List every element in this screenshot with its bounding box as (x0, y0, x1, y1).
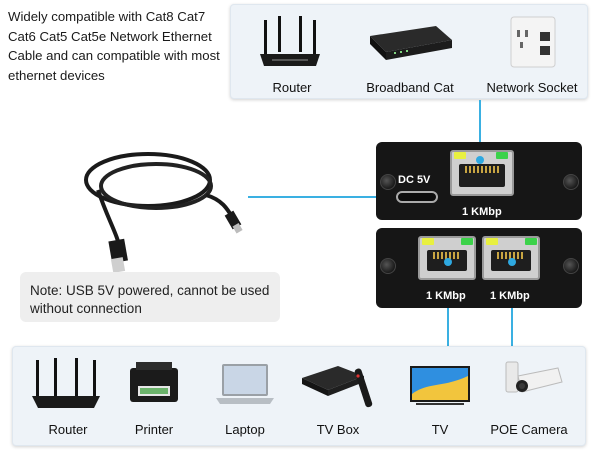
connector-line-bottom-1 (447, 308, 449, 348)
laptop-icon (216, 364, 274, 404)
usb-cable-icon (84, 152, 243, 273)
bottom-label-laptop: Laptop (225, 422, 265, 437)
led-yellow (454, 152, 466, 159)
led-yellow (422, 238, 434, 245)
tv-box-icon (302, 366, 373, 408)
router-icon (260, 16, 320, 66)
top-label-broadband: Broadband Cat (366, 80, 454, 95)
led-green (461, 238, 473, 245)
led-green (496, 152, 508, 159)
router-icon (32, 358, 100, 408)
led-yellow (486, 238, 498, 245)
connector-line-cable (248, 196, 396, 198)
broadband-modem-icon (370, 26, 452, 60)
bottom-label-printer: Printer (134, 422, 174, 437)
bottom-label-router: Router (48, 422, 88, 437)
module-bottom (376, 228, 582, 308)
usb-c-port (396, 191, 438, 203)
connection-dot (444, 258, 452, 266)
top-label-router: Router (272, 80, 312, 95)
top-label-socket: Network Socket (486, 80, 578, 95)
bottom-device-panel (12, 346, 586, 446)
top-port-label: 1 KMbp (462, 206, 502, 218)
intro-text: Widely compatible with Cat8 Cat7 Cat6 Ca… (8, 9, 220, 83)
bottom-label-camera: POE Camera (490, 422, 568, 437)
screw-icon (563, 258, 579, 274)
connection-dot (476, 156, 484, 164)
screw-icon (380, 174, 396, 190)
network-socket-icon (510, 16, 556, 68)
bottom-port1-label: 1 KMbp (426, 290, 466, 302)
dc-label: DC 5V (398, 174, 431, 186)
bottom-label-tvbox: TV Box (316, 422, 360, 437)
screw-icon (380, 258, 396, 274)
led-green (525, 238, 537, 245)
screw-icon (563, 174, 579, 190)
bottom-label-tv: TV (431, 422, 449, 437)
bottom-port2-label: 1 KMbp (490, 290, 530, 302)
connector-line-bottom-2 (511, 308, 513, 348)
tv-icon (410, 366, 470, 405)
connection-dot (508, 258, 516, 266)
connector-line-top (479, 100, 481, 155)
power-note: Note: USB 5V powered, cannot be used wit… (20, 272, 280, 322)
printer-icon (130, 362, 178, 402)
camera-icon (505, 361, 563, 393)
